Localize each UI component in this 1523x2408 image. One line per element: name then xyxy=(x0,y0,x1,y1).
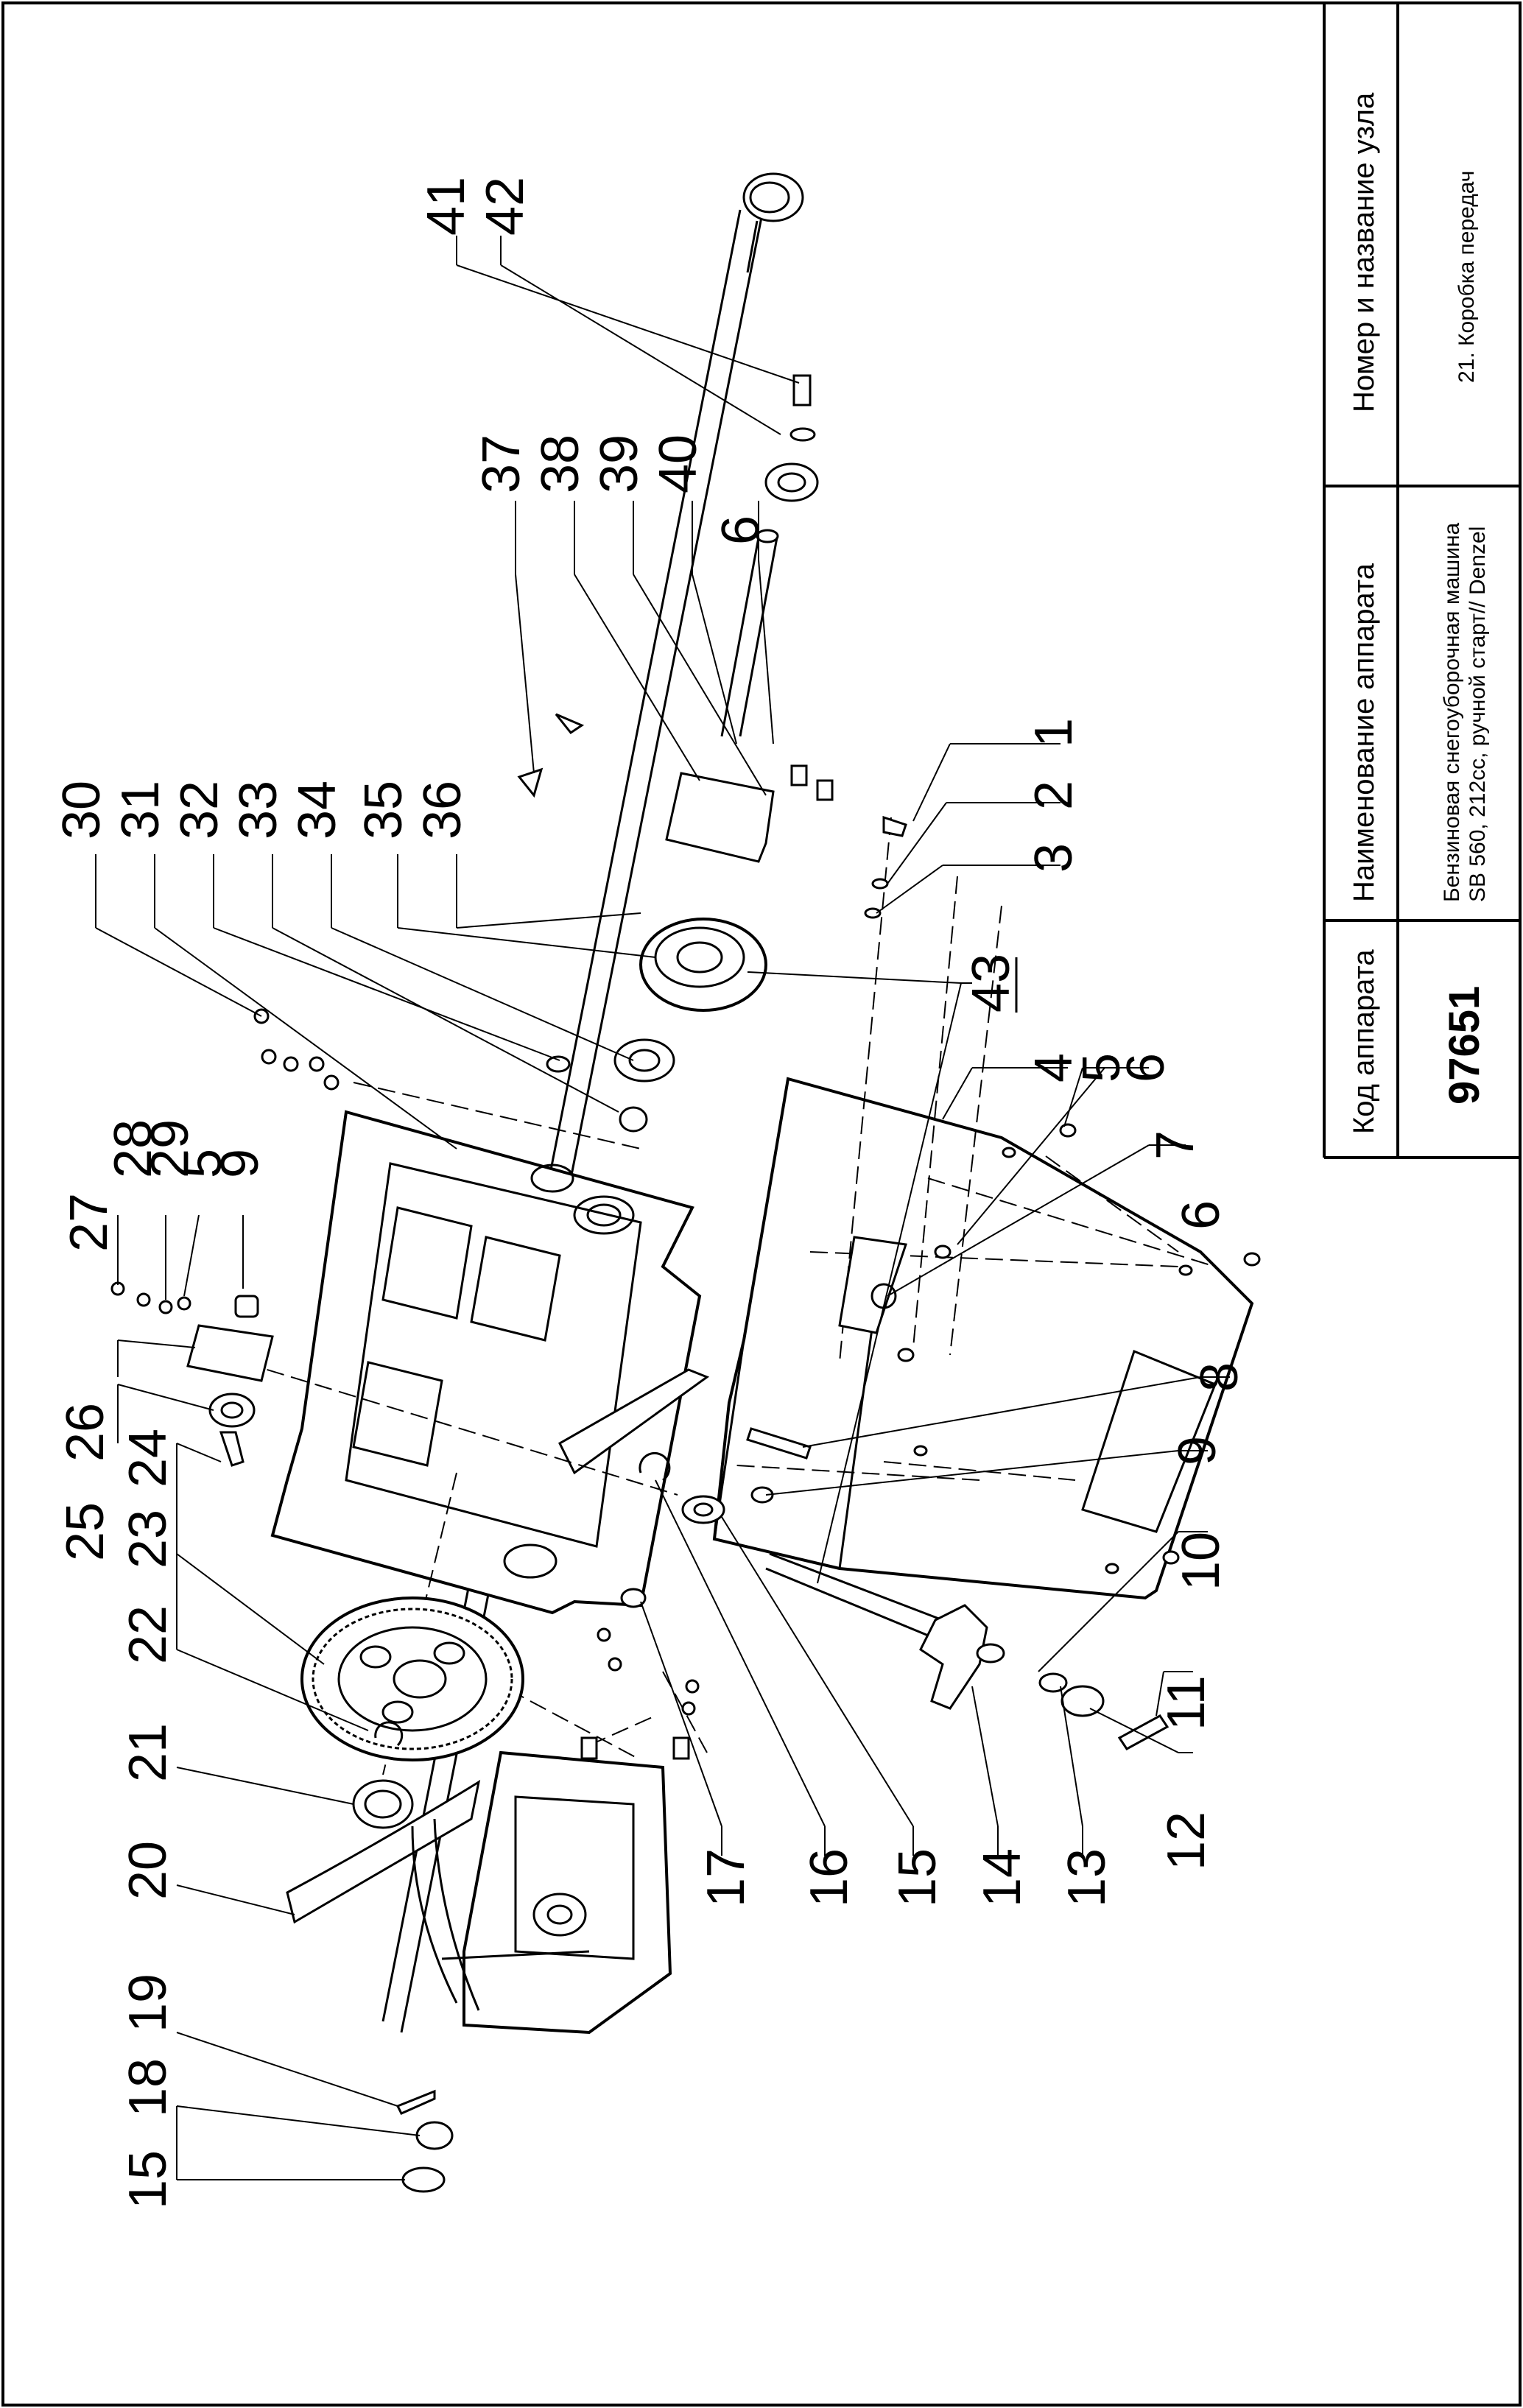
callout-38: 38 xyxy=(531,434,590,493)
callout-2: 2 xyxy=(1024,781,1083,810)
callout-42: 42 xyxy=(476,177,535,236)
callout-26: 26 xyxy=(56,1403,115,1462)
callout-5b: 5 xyxy=(174,1149,233,1178)
callout-6b: 6 xyxy=(711,515,770,545)
callout-32: 32 xyxy=(170,781,229,839)
callout-41: 41 xyxy=(417,177,476,236)
callout-18: 18 xyxy=(119,2058,177,2117)
callout-15b: 15 xyxy=(119,2150,177,2209)
gearbox-drawing xyxy=(95,172,1261,2193)
code-header: Код аппарата xyxy=(1348,949,1380,1134)
callout-13: 13 xyxy=(1058,1848,1116,1907)
callout-10: 10 xyxy=(1172,1532,1231,1591)
unit-header: Номер и название узла xyxy=(1348,92,1380,412)
belt-cover xyxy=(286,1750,672,2035)
unit-value: 21. Коробка передач xyxy=(1455,170,1479,383)
callout-19: 19 xyxy=(119,1974,177,2032)
small-gear xyxy=(352,1721,414,1829)
callout-3: 3 xyxy=(1024,843,1083,873)
callout-12: 12 xyxy=(1157,1812,1216,1870)
lever-assembly xyxy=(620,1451,1169,1750)
housing-front-plate xyxy=(270,1110,710,1615)
name-line-2: SB 560, 212cc, ручной старт// Denzel xyxy=(1466,526,1490,902)
small-parts xyxy=(110,764,1261,1760)
callout-35: 35 xyxy=(354,781,413,839)
callout-7: 7 xyxy=(1146,1130,1205,1160)
callout-5: 5 xyxy=(1072,1053,1131,1082)
callout-37: 37 xyxy=(472,434,531,493)
pulley-assembly xyxy=(517,713,775,1133)
callout-33: 33 xyxy=(229,781,288,839)
callout-43: 43 xyxy=(962,954,1021,1013)
callout-39: 39 xyxy=(590,434,649,493)
callout-34: 34 xyxy=(288,781,347,839)
callout-6: 6 xyxy=(1116,1053,1175,1082)
callout-8: 8 xyxy=(1190,1362,1249,1392)
large-gear xyxy=(300,1596,524,1761)
callout-16: 16 xyxy=(800,1848,859,1907)
callout-1: 1 xyxy=(1024,718,1083,747)
callout-22: 22 xyxy=(119,1605,177,1664)
callout-4: 4 xyxy=(1024,1053,1083,1082)
callout-21: 21 xyxy=(119,1723,177,1782)
leader-lines xyxy=(95,236,1230,2180)
callout-24: 24 xyxy=(119,1429,177,1488)
callout-27: 27 xyxy=(60,1193,119,1252)
callout-15: 15 xyxy=(888,1848,947,1907)
callout-numbers: 1 2 3 4 5 6 7 8 9 10 11 12 13 14 15 16 1… xyxy=(52,177,1249,2209)
callout-29: 29 xyxy=(141,1119,200,1178)
title-block-frame xyxy=(1323,3,1520,1159)
callout-28: 28 xyxy=(104,1119,163,1178)
callout-9b: 9 xyxy=(211,1149,270,1178)
callout-36: 36 xyxy=(413,781,472,839)
bracket-assembly xyxy=(186,1295,274,1467)
callout-23: 23 xyxy=(119,1510,177,1569)
callout-6c: 6 xyxy=(1172,1200,1231,1230)
callout-14: 14 xyxy=(973,1848,1032,1907)
callout-17: 17 xyxy=(697,1848,756,1907)
callout-30: 30 xyxy=(52,781,111,839)
code-value: 97651 xyxy=(1441,985,1488,1105)
callout-31: 31 xyxy=(111,781,170,839)
callout-11: 11 xyxy=(1157,1675,1216,1731)
callout-9: 9 xyxy=(1168,1436,1227,1465)
secondary-shaft xyxy=(720,374,819,737)
callout-40: 40 xyxy=(649,434,708,493)
shaft-end-parts xyxy=(395,2089,454,2193)
callout-20: 20 xyxy=(119,1841,177,1900)
name-line-1: Бензиновая снегоуборочная машина xyxy=(1440,522,1464,902)
name-header: Наименование аппарата xyxy=(1348,563,1380,902)
callout-25: 25 xyxy=(56,1502,115,1561)
